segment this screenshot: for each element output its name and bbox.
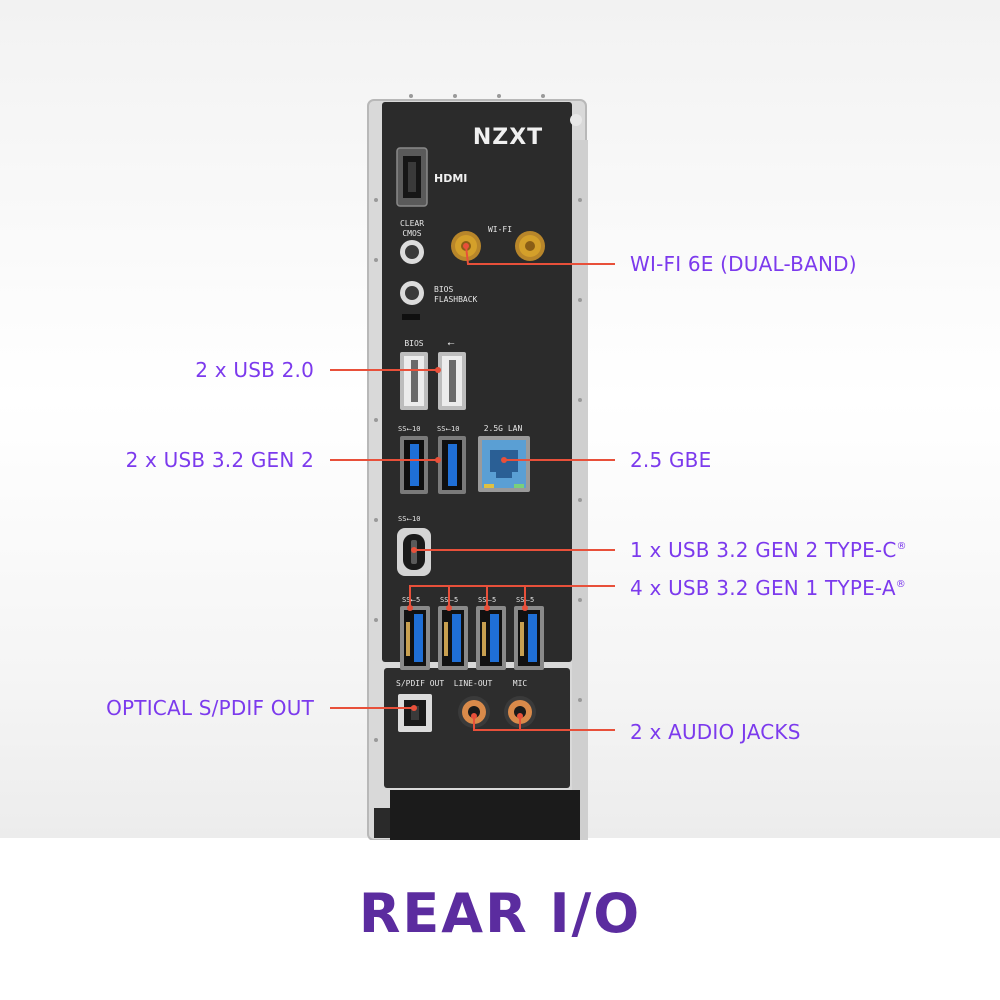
usb10-label-1: SS⭠10 (398, 425, 420, 433)
leader-dots (407, 243, 528, 719)
callout-typea: 4 x USB 3.2 GEN 1 TYPE-A® (630, 576, 906, 600)
optical-spdif-port (398, 694, 432, 732)
callout-typec: 1 x USB 3.2 GEN 2 TYPE-C® (630, 538, 907, 562)
mic-label: MIC (513, 679, 528, 688)
usb32-gen2-port-1 (400, 436, 428, 494)
line-out-jack (458, 696, 490, 728)
bios-flashback-button[interactable] (400, 281, 424, 305)
bios-led (402, 314, 420, 320)
usb32-gen1-port-1 (400, 606, 430, 670)
callout-typea-mark: ® (895, 579, 906, 590)
line-out-label: LINE-OUT (454, 679, 493, 688)
lan-port (478, 436, 530, 492)
callout-optical: OPTICAL S/PDIF OUT (106, 696, 314, 720)
callout-usb20: 2 x USB 2.0 (195, 358, 314, 382)
usb32-gen2-port-2 (438, 436, 466, 494)
usb32-gen1-port-2 (438, 606, 468, 670)
callout-audio: 2 x AUDIO JACKS (630, 720, 801, 744)
usb2-symbol-icon: ⭠ (447, 339, 454, 349)
page-title: REAR I/O (358, 882, 642, 945)
typec-speed-label: SS⭠10 (398, 515, 420, 523)
wifi-antenna-2 (515, 231, 545, 261)
io-shroud-right-rail (572, 140, 588, 840)
usb10-label-2: SS⭠10 (437, 425, 459, 433)
io-base-block (390, 790, 580, 840)
bios-flashback-label-1: BIOS (434, 285, 453, 294)
leader-typea (409, 585, 615, 608)
clear-cmos-label-2: CMOS (402, 229, 421, 238)
callout-typea-text: 4 x USB 3.2 GEN 1 TYPE-A (630, 576, 896, 600)
clear-cmos-button[interactable] (400, 240, 424, 264)
bios-flashback-label-2: FLASHBACK (434, 295, 478, 304)
lan-label: 2.5G LAN (484, 424, 523, 433)
usb32-gen1-port-4 (514, 606, 544, 670)
hdmi-port (396, 147, 428, 207)
usb2-port (438, 352, 466, 410)
nzxt-logo: NZXT (473, 125, 543, 150)
shroud-dots (374, 94, 582, 742)
mic-jack (504, 696, 536, 728)
callout-wifi: WI-FI 6E (DUAL-BAND) (630, 252, 857, 276)
callout-typec-mark: ® (896, 541, 907, 552)
hdmi-logo: HDMI (434, 172, 467, 185)
bottom-band (0, 838, 1000, 1000)
spdif-label: S/PDIF OUT (396, 679, 444, 688)
callout-gbe: 2.5 GBE (630, 448, 712, 472)
usb2-port-bios (400, 352, 428, 410)
svg-text:SS⭠5: SS⭠5 (402, 596, 420, 604)
io-base-clip (374, 808, 390, 838)
leader-wifi (465, 245, 615, 265)
panel-screw-top (570, 114, 582, 126)
callout-usb32-gen2: 2 x USB 3.2 GEN 2 (125, 448, 314, 472)
callout-typec-text: 1 x USB 3.2 GEN 2 TYPE-C (630, 538, 897, 562)
clear-cmos-label-1: CLEAR (400, 219, 424, 228)
rear-io-illustration: NZXT HDMI CLEAR CMOS WI-FI BIOS FLASHBAC… (330, 94, 615, 840)
wifi-label: WI-FI (488, 225, 512, 234)
usb2-bios-label: BIOS (404, 339, 423, 348)
usb32-gen1-port-3 (476, 606, 506, 670)
